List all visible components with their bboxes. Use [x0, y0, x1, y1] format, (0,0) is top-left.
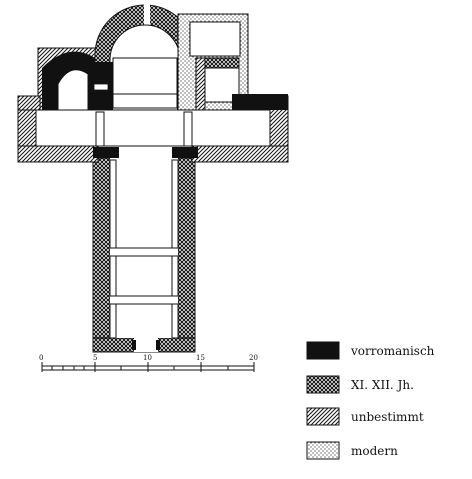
- legend: [306, 341, 340, 460]
- scale-tick-20: 20: [249, 354, 258, 362]
- transept: [17, 95, 289, 163]
- scale-tick-0: 0: [39, 354, 43, 362]
- scale-tick-5: 5: [93, 354, 97, 362]
- legend-swatch-xi-xii: [306, 375, 340, 394]
- nave-bays: [109, 159, 179, 339]
- northwest-chapel: [17, 47, 99, 111]
- legend-swatch-unbestimmt: [306, 407, 340, 426]
- central-apse: [93, 4, 197, 111]
- legend-label-modern: modern: [351, 444, 398, 458]
- legend-swatch-vorromanisch: [306, 341, 340, 360]
- legend-label-xi-xii: XI. XII. Jh.: [351, 378, 414, 392]
- scale-tick-10: 10: [143, 354, 152, 362]
- scale-tick-15: 15: [196, 354, 205, 362]
- legend-swatch-modern: [306, 441, 340, 460]
- northeast-sacristy: [177, 13, 288, 111]
- nave-walls: [92, 157, 196, 353]
- legend-label-vorromanisch: vorromanisch: [351, 344, 435, 358]
- scale-bar: [41, 362, 255, 372]
- legend-label-unbestimmt: unbestimmt: [351, 410, 424, 424]
